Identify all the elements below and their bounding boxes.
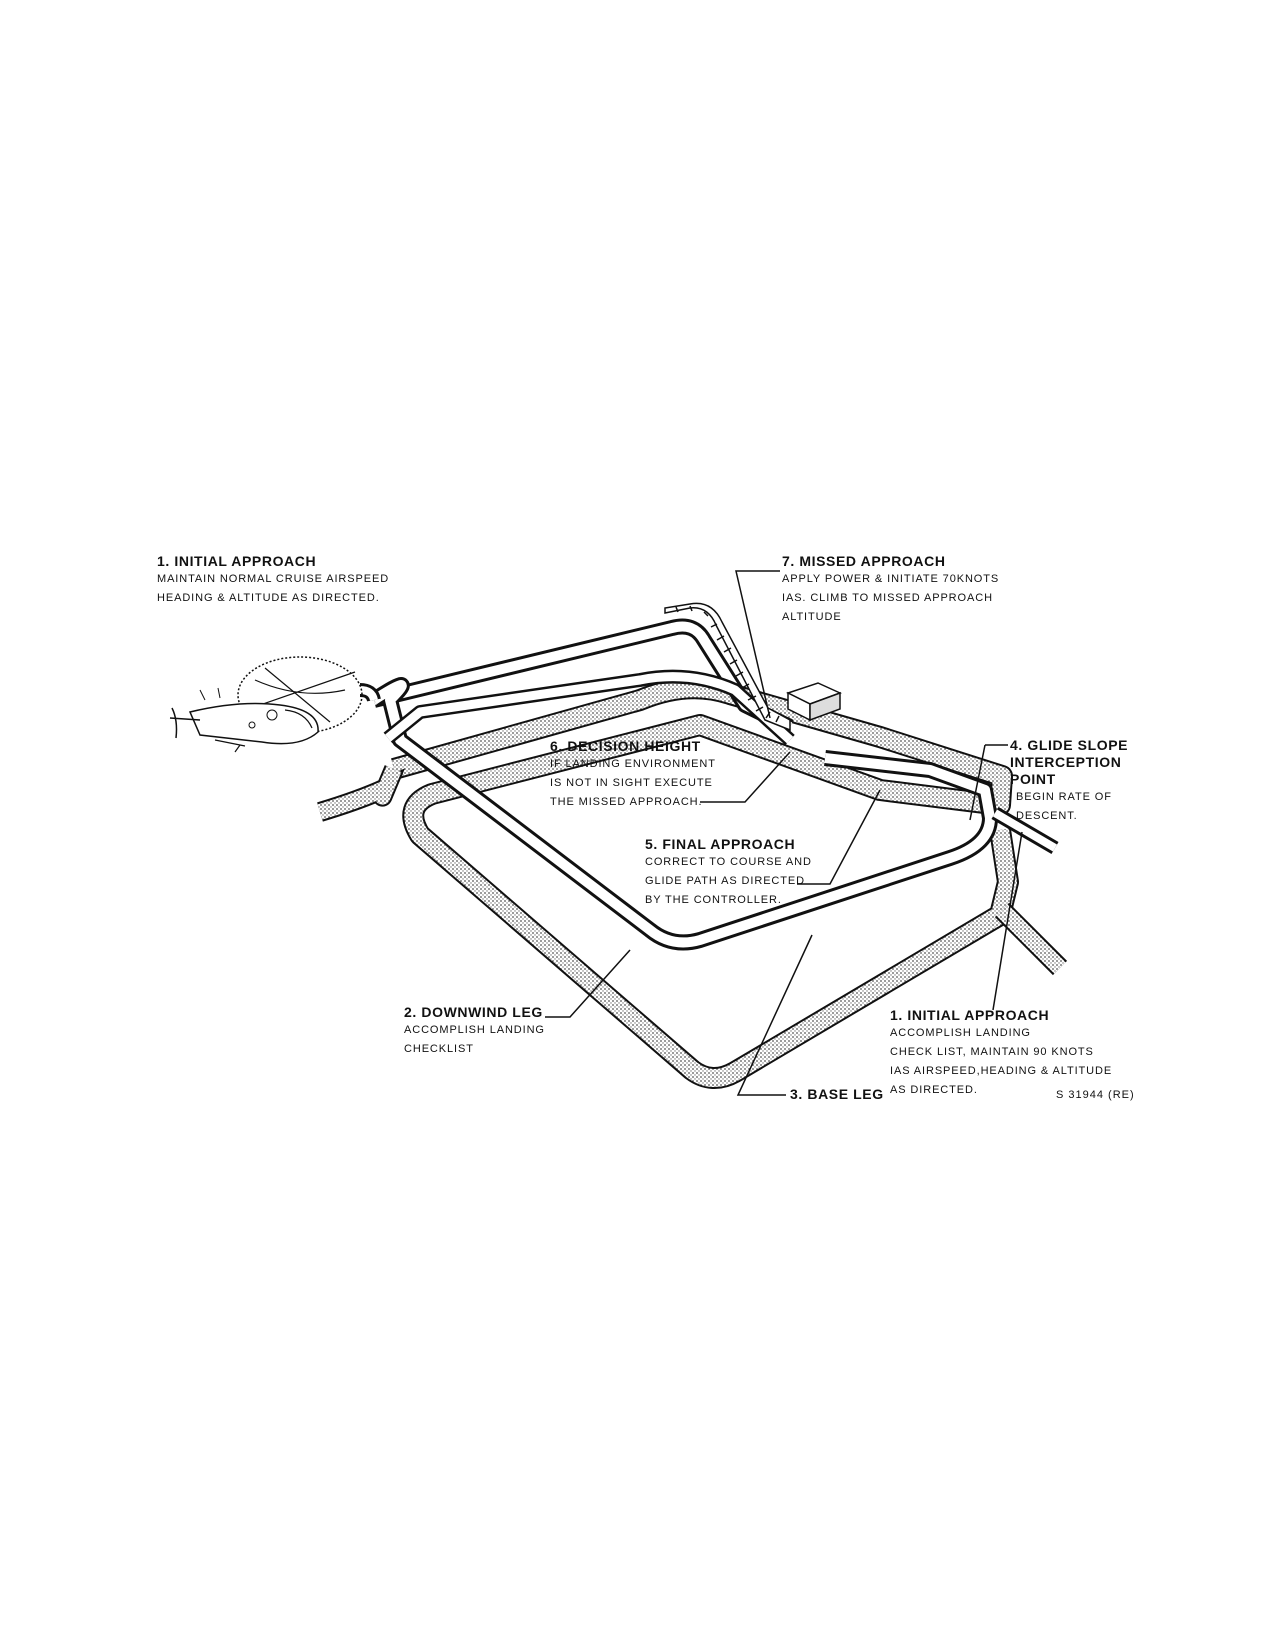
final-approach-line-2: GLIDE PATH AS DIRECTED [645,875,805,887]
initial-approach-bottom-line-3: IAS AIRSPEED,HEADING & ALTITUDE [890,1065,1113,1077]
label-glide-slope: 4. GLIDE SLOPE INTERCEPTION POINT BEGIN … [1010,737,1128,826]
decision-height-line-2: IS NOT IN SIGHT EXECUTE [550,777,713,789]
decision-height-line-1: IF LANDING ENVIRONMENT [550,758,716,770]
base-leg-title: 3. BASE LEG [790,1086,884,1102]
decision-height-line-3: THE MISSED APPROACH. [550,796,703,808]
initial-approach-top-line-2: HEADING & ALTITUDE AS DIRECTED. [157,592,380,604]
downwind-leg-line-2: CHECKLIST [404,1043,474,1055]
flight-path-pattern [359,618,1059,951]
glide-slope-title-line-3: POINT [1010,771,1056,787]
downwind-leg-title: 2. DOWNWIND LEG [404,1004,543,1020]
initial-approach-bottom-line-2: CHECK LIST, MAINTAIN 90 KNOTS [890,1046,1094,1058]
glide-slope-line-2: DESCENT. [1016,810,1078,822]
radar-station-icon [786,682,842,722]
missed-approach-line-3: ALTITUDE [782,611,842,623]
missed-approach-line-1: APPLY POWER & INITIATE 70KNOTS [782,573,1000,585]
initial-approach-bottom-title: 1. INITIAL APPROACH [890,1007,1050,1023]
final-approach-line-3: BY THE CONTROLLER. [645,894,782,906]
label-initial-approach-bottom: 1. INITIAL APPROACH ACCOMPLISH LANDING C… [890,1007,1112,1100]
missed-approach-line-2: IAS. CLIMB TO MISSED APPROACH [782,592,993,604]
helicopter-icon [169,656,363,753]
final-approach-title: 5. FINAL APPROACH [645,836,796,852]
missed-approach-title: 7. MISSED APPROACH [782,553,946,569]
initial-approach-top-title: 1. INITIAL APPROACH [157,553,317,569]
label-final-approach: 5. FINAL APPROACH CORRECT TO COURSE AND … [645,836,812,910]
label-decision-height: 6. DECISION HEIGHT IF LANDING ENVIRONMEN… [550,738,716,812]
glide-slope-title-line-2: INTERCEPTION [1010,754,1122,770]
missed-approach-climb [664,602,791,732]
final-approach-line-1: CORRECT TO COURSE AND [645,856,812,868]
initial-approach-top-line-1: MAINTAIN NORMAL CRUISE AIRSPEED [157,573,390,585]
label-missed-approach: 7. MISSED APPROACH APPLY POWER & INITIAT… [782,553,999,627]
label-base-leg: 3. BASE LEG [790,1086,884,1103]
decision-height-title: 6. DECISION HEIGHT [550,738,701,754]
label-initial-approach-top: 1. INITIAL APPROACH MAINTAIN NORMAL CRUI… [157,553,389,608]
initial-approach-bottom-line-4: AS DIRECTED. [890,1084,978,1096]
ground-track-pattern [317,677,1068,1089]
downwind-leg-line-1: ACCOMPLISH LANDING [404,1024,545,1036]
glide-slope-title-line-1: 4. GLIDE SLOPE [1010,737,1129,753]
glide-slope-line-1: BEGIN RATE OF [1016,791,1112,803]
figure-code: S 31944 (RE) [1056,1089,1135,1101]
initial-approach-bottom-line-1: ACCOMPLISH LANDING [890,1027,1031,1039]
label-downwind-leg: 2. DOWNWIND LEG ACCOMPLISH LANDING CHECK… [404,1004,545,1059]
leader-lines [545,570,1023,1096]
